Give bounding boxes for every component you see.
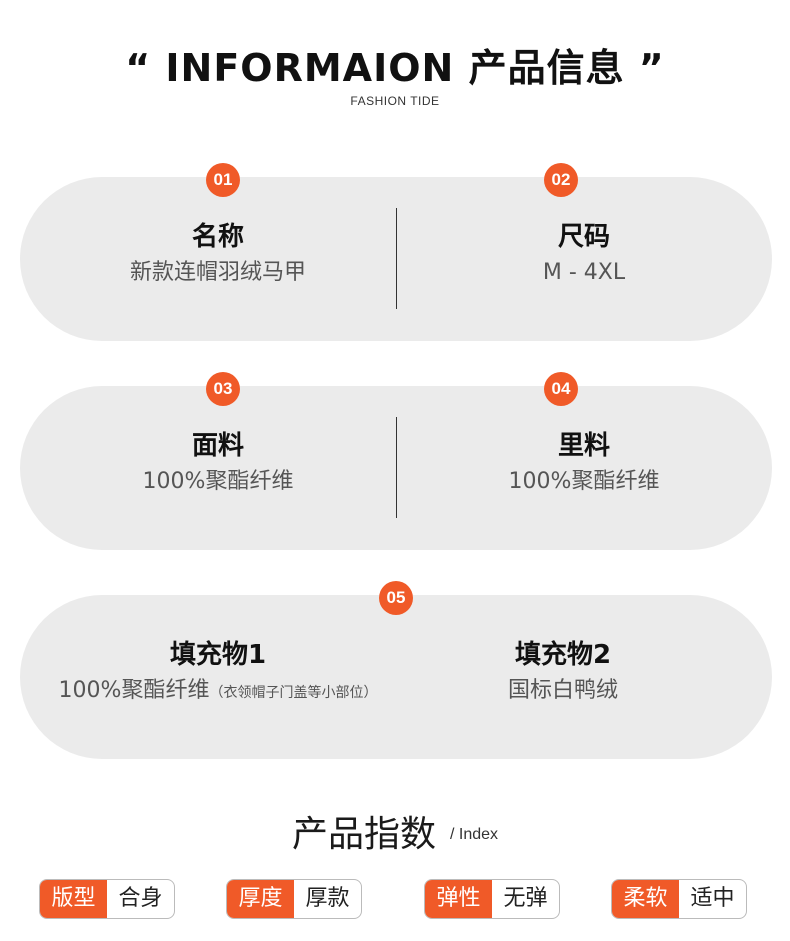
- info-cell-name: 名称 新款连帽羽绒马甲: [20, 177, 416, 341]
- card-divider: [396, 417, 397, 518]
- number-badge-04: 04: [544, 372, 578, 406]
- index-pill-softness: 柔软 适中: [611, 879, 747, 919]
- info-card-filling: 填充物1 100%聚酯纤维（衣领帽子门盖等小部位） 填充物2 国标白鸭绒: [20, 595, 772, 759]
- index-title: 产品指数: [291, 814, 436, 855]
- index-pill-key: 弹性: [425, 880, 492, 918]
- info-value-filling-1-text: 100%聚酯纤维: [58, 678, 210, 703]
- info-label-filling-2: 填充物2: [514, 640, 612, 670]
- info-value-lining: 100%聚酯纤维: [508, 469, 660, 494]
- number-badge-02: 02: [544, 163, 578, 197]
- page-header: “ INFORMAION 产品信息 ” FASHION TIDE: [0, 44, 790, 108]
- number-badge-03: 03: [206, 372, 240, 406]
- info-card-fabric-lining: 面料 100%聚酯纤维 里料 100%聚酯纤维: [20, 386, 772, 550]
- index-pill-value: 合身: [118, 886, 163, 911]
- info-value-fabric: 100%聚酯纤维: [142, 469, 294, 494]
- index-pill-value: 厚款: [305, 886, 350, 911]
- index-pill-key: 厚度: [227, 880, 294, 918]
- index-pill-key: 柔软: [612, 880, 679, 918]
- info-label-fabric: 面料: [191, 431, 244, 461]
- info-label-lining: 里料: [557, 431, 610, 461]
- number-badge-05: 05: [379, 581, 413, 615]
- info-value-name: 新款连帽羽绒马甲: [129, 260, 306, 285]
- card-divider: [396, 208, 397, 309]
- info-value-filling-2: 国标白鸭绒: [507, 678, 618, 703]
- index-pill-fit: 版型 合身: [39, 879, 175, 919]
- info-value-size: M - 4XL: [542, 260, 626, 285]
- info-card-name-size: 名称 新款连帽羽绒马甲 尺码 M - 4XL: [20, 177, 772, 341]
- info-label-filling-1: 填充物1: [169, 640, 267, 670]
- index-pill-thickness: 厚度 厚款: [226, 879, 362, 919]
- index-pill-elasticity: 弹性 无弹: [424, 879, 560, 919]
- info-note-filling-1: （衣领帽子门盖等小部位）: [209, 685, 378, 701]
- info-cell-lining: 里料 100%聚酯纤维: [396, 386, 772, 550]
- info-cell-filling-1: 填充物1 100%聚酯纤维（衣领帽子门盖等小部位）: [20, 595, 416, 759]
- info-value-filling-1: 100%聚酯纤维（衣领帽子门盖等小部位）: [20, 675, 416, 709]
- index-pill-value: 无弹: [503, 886, 548, 911]
- page-title: “ INFORMAION 产品信息 ”: [125, 46, 665, 90]
- index-heading: 产品指数 / Index: [0, 812, 790, 858]
- info-cell-filling-2: 填充物2 国标白鸭绒: [396, 595, 730, 759]
- info-cell-fabric: 面料 100%聚酯纤维: [20, 386, 416, 550]
- number-badge-01: 01: [206, 163, 240, 197]
- index-pill-key: 版型: [40, 880, 107, 918]
- info-label-size: 尺码: [557, 222, 610, 252]
- page-subtitle: FASHION TIDE: [350, 94, 440, 108]
- index-subtitle: / Index: [449, 826, 499, 843]
- info-cell-size: 尺码 M - 4XL: [396, 177, 772, 341]
- info-label-name: 名称: [191, 222, 244, 252]
- index-pill-value: 适中: [690, 886, 735, 911]
